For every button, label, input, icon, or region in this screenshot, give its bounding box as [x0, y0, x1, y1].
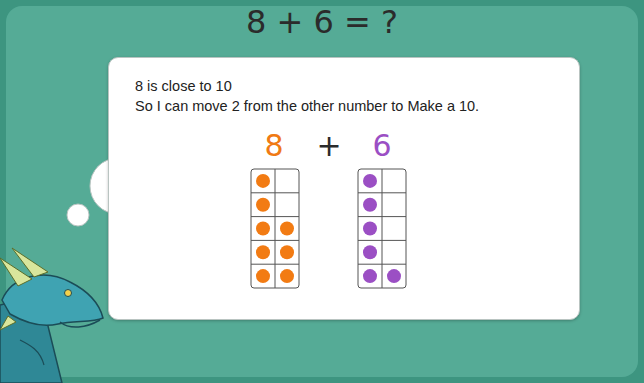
card-text: 8 is close to 10	[135, 76, 579, 96]
inner-panel	[6, 6, 638, 377]
plus-sign: +	[316, 129, 341, 163]
title: 8 + 6 = ?	[0, 2, 644, 42]
thought-bubble	[67, 204, 89, 226]
card-text: So I can move 2 from the other number to…	[135, 96, 579, 116]
addend-number: 6	[372, 129, 391, 163]
addend-number: 8	[264, 129, 283, 163]
ten-frames	[109, 58, 555, 319]
dragon-illustration	[0, 248, 103, 383]
ten-frame	[251, 169, 299, 288]
thought-card: 8 is close to 10So I can move 2 from the…	[108, 57, 580, 320]
ten-frame	[358, 169, 406, 288]
